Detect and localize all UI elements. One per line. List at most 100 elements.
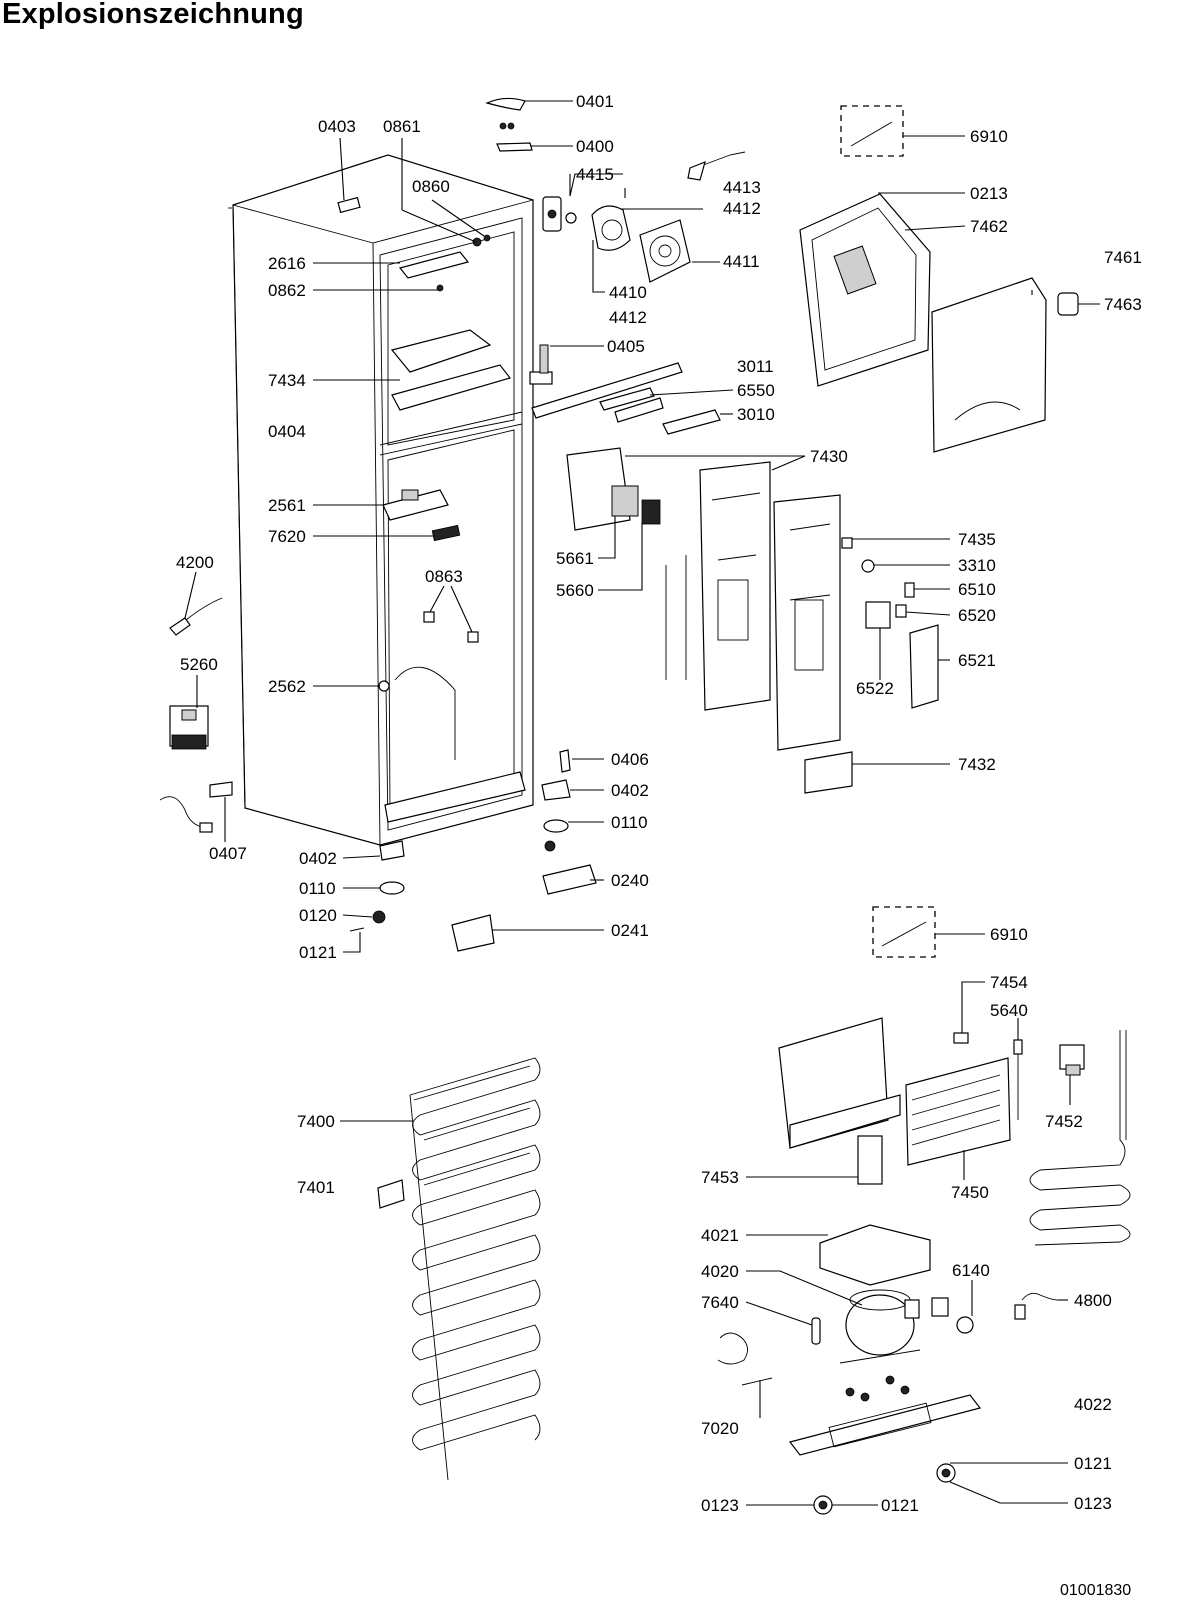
label-7640: 7640 [701, 1293, 739, 1312]
door-frame-0213 [799, 193, 931, 387]
label-3011: 3011 [737, 357, 774, 376]
hinge-0401 [485, 97, 526, 111]
fan-housing-4410 [591, 205, 631, 251]
top-hinge-cover [337, 196, 361, 214]
label-0863: 0863 [425, 567, 463, 586]
label-2616: 2616 [268, 254, 306, 273]
drain-2562 [378, 680, 390, 692]
label-6521: 6521 [958, 651, 996, 670]
condenser-coil [1029, 1030, 1131, 1246]
label-7453: 7453 [701, 1168, 739, 1187]
label-2562: 2562 [268, 677, 306, 696]
cover-7432 [804, 751, 853, 794]
label-4412-bottom: 4412 [609, 308, 647, 327]
label-0402-right: 0402 [611, 781, 649, 800]
page-title: Explosionszeichnung [2, 0, 304, 30]
label-7434: 7434 [268, 371, 306, 390]
label-7435: 7435 [958, 530, 996, 549]
label-0406: 0406 [611, 750, 649, 769]
part-number-labels: 0401 0400 0403 0861 0860 4415 4413 4412 … [176, 92, 1142, 1515]
foot-0110-left [379, 881, 405, 895]
label-4200: 4200 [176, 553, 214, 572]
rail-3011 [531, 362, 683, 419]
hinge-0400 [496, 122, 533, 152]
thermostat-6522 [865, 601, 891, 629]
label-0240: 0240 [611, 871, 649, 890]
bracket-4415 [542, 196, 577, 232]
kit-6910-top [840, 105, 904, 157]
label-0110-left: 0110 [299, 879, 336, 898]
label-0213: 0213 [970, 184, 1008, 203]
cable-4413 [687, 151, 746, 181]
label-4800: 4800 [1074, 1291, 1112, 1310]
kit-6910-bottom [872, 906, 936, 958]
condenser-panel [778, 1017, 901, 1149]
label-0121-left: 0121 [299, 943, 337, 962]
label-5660: 5660 [556, 581, 594, 600]
label-0121-right: 0121 [1074, 1454, 1112, 1473]
bulb-6510 [904, 582, 915, 598]
label-6510: 6510 [958, 580, 996, 599]
label-0400: 0400 [576, 137, 614, 156]
lamp-cover-6521 [909, 624, 939, 709]
label-7401: 7401 [297, 1178, 335, 1197]
hinge-0402-left [379, 840, 405, 861]
door-panel-7461 [931, 277, 1047, 453]
label-6550: 6550 [737, 381, 775, 400]
label-0407: 0407 [209, 844, 247, 863]
label-0402-left: 0402 [299, 849, 337, 868]
label-5260: 5260 [180, 655, 218, 674]
air-duct-0405 [529, 344, 553, 385]
foot-0120 [372, 910, 386, 924]
label-6520: 6520 [958, 606, 996, 625]
heater-5640 [1013, 1039, 1023, 1120]
label-0121-bottom: 0121 [881, 1496, 919, 1515]
cover-0241 [451, 914, 495, 952]
compressor-4020 [839, 1289, 921, 1364]
label-0123-left: 0123 [701, 1496, 739, 1515]
cable-4800 [1014, 1292, 1059, 1320]
drip-tray-4021 [819, 1224, 931, 1286]
cover-0240 [542, 864, 597, 895]
handle-7463 [1057, 292, 1079, 316]
label-6910-top: 6910 [970, 127, 1008, 146]
label-7620: 7620 [268, 527, 306, 546]
hinge-0402-right [541, 779, 571, 801]
screws-0863 [423, 611, 479, 643]
label-7463: 7463 [1104, 295, 1142, 314]
label-0120: 0120 [299, 906, 337, 925]
fan-motor-4411 [639, 219, 691, 283]
label-0404: 0404 [268, 422, 306, 441]
label-4022: 4022 [1074, 1395, 1112, 1414]
label-4410: 4410 [609, 283, 647, 302]
capillary-7640 [717, 1332, 748, 1365]
condenser-coil-7400 [409, 1057, 541, 1481]
label-7461: 7461 [1104, 248, 1142, 267]
cover-3010 [662, 409, 721, 435]
label-0861: 0861 [383, 117, 421, 136]
label-4412-top: 4412 [723, 199, 761, 218]
label-7462: 7462 [970, 217, 1008, 236]
label-0405: 0405 [607, 337, 645, 356]
label-0862: 0862 [268, 281, 306, 300]
base-plate-4022 [788, 1394, 982, 1456]
label-4415: 4415 [576, 165, 614, 184]
clip-7401 [377, 1179, 405, 1209]
label-3310: 3310 [958, 556, 996, 575]
lamp-cover-2616 [398, 251, 470, 279]
relay-5260 [169, 705, 209, 750]
label-2561: 2561 [268, 496, 306, 515]
label-4413: 4413 [723, 178, 761, 197]
document-number: 01001830 [1060, 1582, 1132, 1599]
clip-7454 [953, 1032, 969, 1044]
cable-0407 [159, 781, 233, 833]
refrigerator-cabinet [228, 154, 534, 846]
damper-7435 [841, 537, 853, 549]
label-7454: 7454 [990, 973, 1028, 992]
label-7400: 7400 [297, 1112, 335, 1131]
knob-3310 [861, 559, 875, 573]
thermostat-bracket-2561 [382, 489, 449, 521]
label-0123-right: 0123 [1074, 1494, 1112, 1513]
